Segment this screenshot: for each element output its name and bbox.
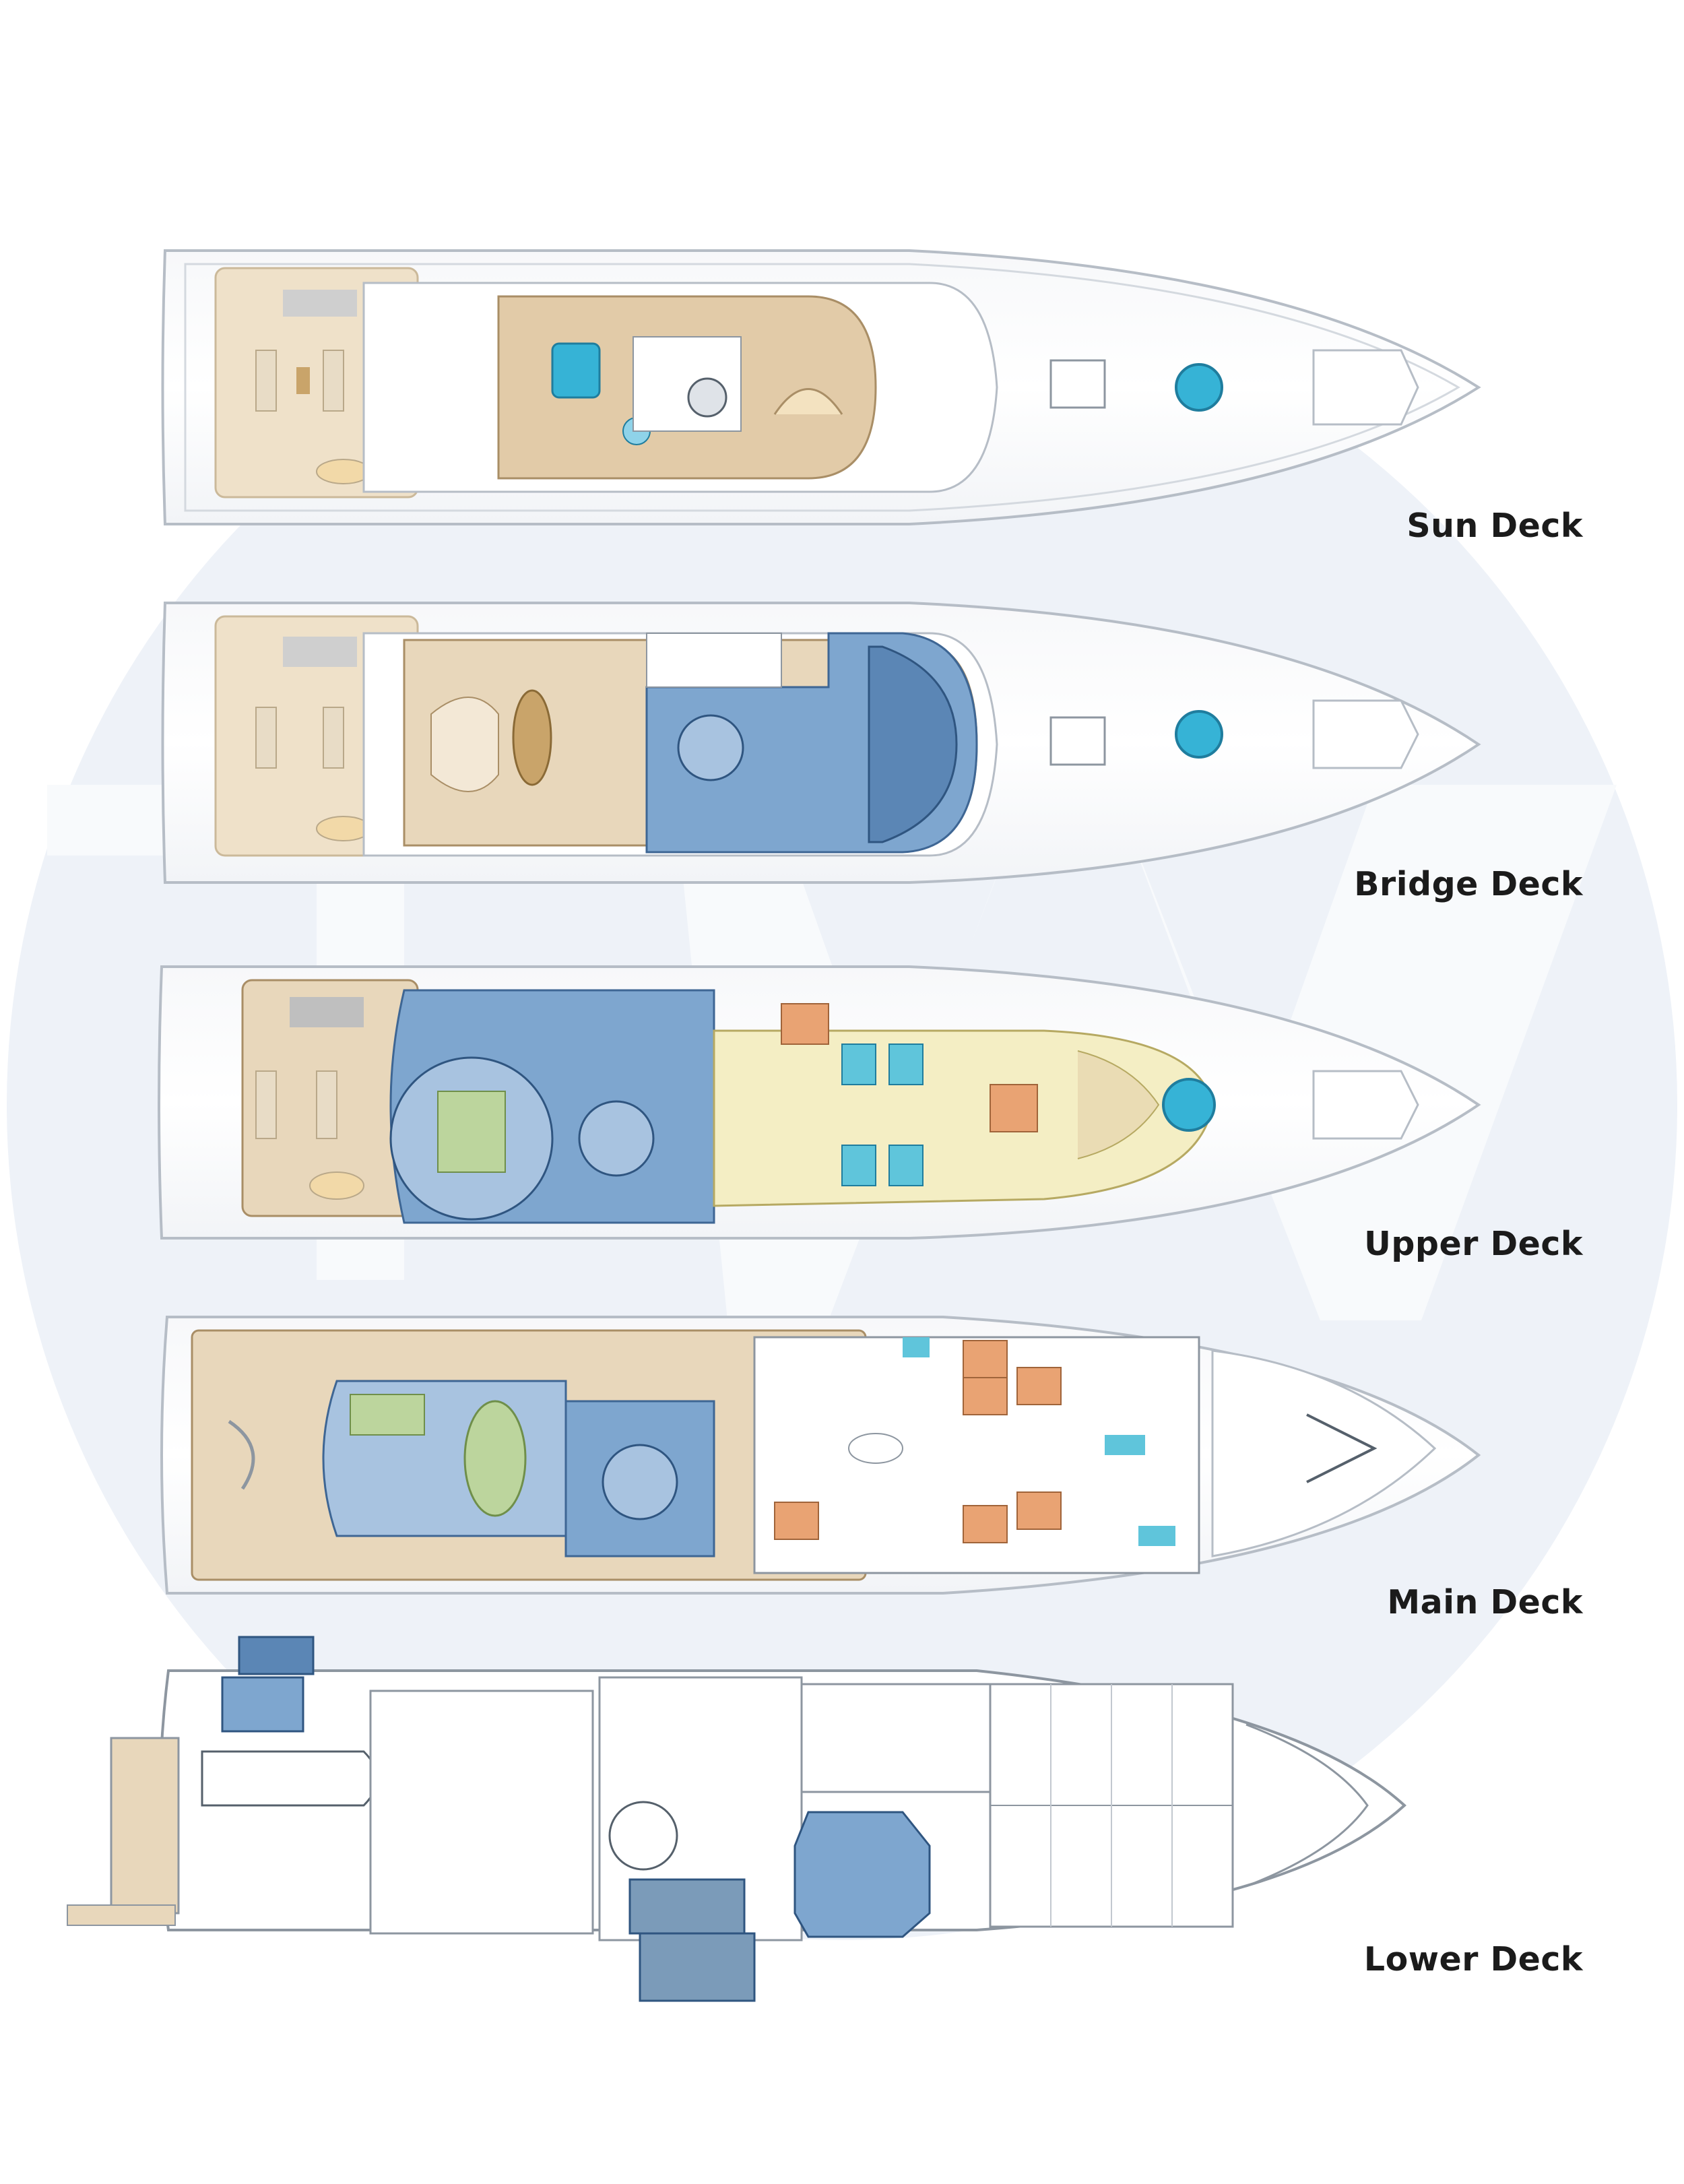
sun-deck-bow-spa (1175, 363, 1223, 412)
upper-deck-plan (158, 965, 1481, 1240)
main-deck-cabin-beds (774, 1340, 1062, 1543)
bridge-deck-plan (161, 602, 1481, 884)
main-deck-foredeck (1211, 1349, 1437, 1557)
lower-deck-plan (67, 1636, 1406, 2002)
lower-deck-beach-club (628, 1878, 746, 1935)
deck-label-lower: Lower Deck (1363, 1940, 1583, 1979)
lower-deck-aft-platform (110, 1737, 180, 1915)
main-deck-dining-table (463, 1400, 527, 1517)
deck-label-bridge: Bridge Deck (1354, 865, 1583, 903)
main-deck-guest-cabins (753, 1336, 1200, 1574)
upper-deck-bow-spa (1162, 1078, 1216, 1132)
bridge-deck-dining-table (512, 689, 552, 786)
watermark-letter-w (674, 680, 1617, 1320)
lower-deck-aft-blue-room (238, 1636, 315, 1675)
lower-deck-cinema (794, 1811, 931, 1938)
sun-deck-plan (161, 249, 1481, 525)
deck-label-main: Main Deck (1387, 1583, 1583, 1621)
deck-label-sun: Sun Deck (1406, 507, 1583, 545)
deck-label-upper: Upper Deck (1364, 1225, 1583, 1263)
bridge-deck-bow-spa (1175, 710, 1223, 759)
lower-deck-tender-garage (201, 1750, 379, 1807)
main-deck-plan (160, 1316, 1481, 1595)
sun-deck-jacuzzi (551, 342, 601, 399)
